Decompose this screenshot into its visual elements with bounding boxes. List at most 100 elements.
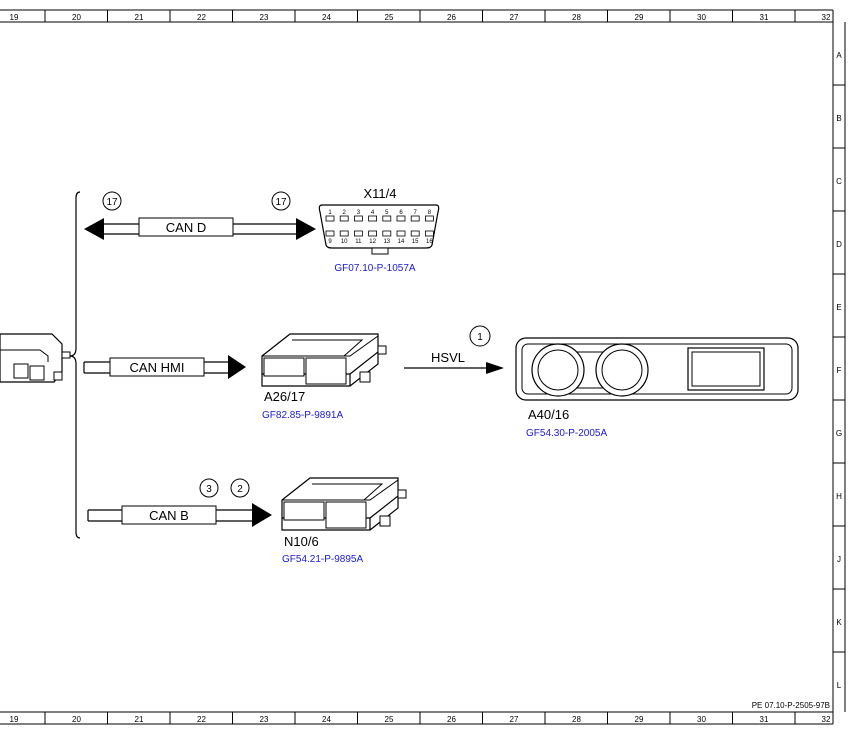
column-label: 24 bbox=[322, 13, 331, 22]
control-unit-a26-17: A26/17 GF82.85-P-9891A bbox=[261, 333, 387, 421]
row-label: K bbox=[836, 618, 842, 627]
pin-socket bbox=[396, 215, 406, 222]
column-label: 22 bbox=[197, 13, 206, 22]
pin-number: 1 bbox=[328, 210, 332, 216]
display-a40-16: A40/16 GF54.30-P-2005A bbox=[515, 337, 799, 439]
control-unit-n10-6: N10/6 GF54.21-P-9895A bbox=[281, 477, 407, 565]
pin-number: 10 bbox=[341, 239, 348, 245]
pin-number: 15 bbox=[412, 239, 419, 245]
row-label: G bbox=[836, 429, 842, 438]
column-label: 29 bbox=[635, 13, 644, 22]
can-hmi-bus: CAN HMI bbox=[83, 355, 246, 379]
column-label: 27 bbox=[510, 715, 519, 724]
row-label: F bbox=[837, 366, 842, 375]
can-b-label: CAN B bbox=[149, 508, 189, 523]
row-label: L bbox=[837, 681, 842, 690]
pin-number: 8 bbox=[428, 210, 432, 216]
column-label: 23 bbox=[260, 715, 269, 724]
right-gauge bbox=[595, 343, 649, 397]
pin-socket bbox=[339, 230, 349, 237]
can-d-left-marker: 17 bbox=[106, 197, 118, 208]
column-label: 20 bbox=[72, 715, 81, 724]
a26-17-ref[interactable]: GF82.85-P-9891A bbox=[262, 410, 343, 421]
column-label: 19 bbox=[10, 13, 19, 22]
row-label: J bbox=[837, 555, 841, 564]
partial-control-unit bbox=[0, 333, 71, 383]
pin-socket bbox=[424, 215, 434, 222]
pin-number: 13 bbox=[383, 239, 390, 245]
column-label: 30 bbox=[697, 13, 706, 22]
a26-17-id: A26/17 bbox=[264, 389, 305, 404]
row-label: B bbox=[836, 114, 841, 123]
can-b-marker-3: 3 bbox=[206, 484, 212, 495]
pin-socket bbox=[382, 230, 392, 237]
pin-number: 12 bbox=[369, 239, 376, 245]
column-label: 24 bbox=[322, 715, 331, 724]
can-d-right-arrowhead bbox=[296, 218, 316, 240]
row-label: A bbox=[836, 51, 842, 60]
can-b-bus: CAN B 3 2 bbox=[87, 478, 272, 527]
column-label: 30 bbox=[697, 715, 706, 724]
hsvl-arrowhead bbox=[486, 362, 504, 374]
column-label: 21 bbox=[135, 715, 144, 724]
can-d-right-marker: 17 bbox=[275, 197, 287, 208]
hsvl-link: HSVL 1 bbox=[404, 325, 504, 374]
pin-number: 9 bbox=[328, 239, 332, 245]
can-b-arrowhead bbox=[252, 503, 272, 527]
row-label: D bbox=[836, 240, 842, 249]
pin-socket bbox=[410, 230, 420, 237]
column-label: 20 bbox=[72, 13, 81, 22]
pin-number: 14 bbox=[398, 239, 405, 245]
column-label: 19 bbox=[10, 715, 19, 724]
a40-16-ref[interactable]: GF54.30-P-2005A bbox=[526, 428, 607, 439]
row-label: C bbox=[836, 177, 842, 186]
pin-socket bbox=[424, 230, 434, 237]
pin-number: 2 bbox=[343, 210, 347, 216]
pin-number: 7 bbox=[414, 210, 418, 216]
pin-socket bbox=[368, 215, 378, 222]
can-hmi-arrowhead bbox=[228, 355, 246, 379]
can-d-bus: CAN D 17 17 bbox=[84, 191, 316, 240]
column-label: 26 bbox=[447, 715, 456, 724]
column-label: 26 bbox=[447, 13, 456, 22]
can-d-label: CAN D bbox=[166, 220, 206, 235]
can-b-marker-2: 2 bbox=[237, 484, 243, 495]
column-label: 25 bbox=[385, 715, 394, 724]
pin-number: 16 bbox=[426, 239, 433, 245]
row-label: E bbox=[836, 303, 841, 312]
pin-number: 3 bbox=[357, 210, 361, 216]
pin-socket bbox=[353, 215, 363, 222]
hsvl-label: HSVL bbox=[431, 350, 465, 365]
column-label: 25 bbox=[385, 13, 394, 22]
column-label: 28 bbox=[572, 715, 581, 724]
footer-reference: PE 07.10-P-2505-97B bbox=[752, 701, 830, 710]
left-gauge bbox=[531, 343, 585, 397]
x11-4-ref[interactable]: GF07.10-P-1057A bbox=[334, 263, 415, 274]
pin-socket bbox=[339, 215, 349, 222]
column-label: 28 bbox=[572, 13, 581, 22]
column-label: 32 bbox=[822, 715, 831, 724]
column-label: 27 bbox=[510, 13, 519, 22]
can-hmi-label: CAN HMI bbox=[130, 360, 185, 375]
pin-socket bbox=[325, 230, 335, 237]
n10-6-ref[interactable]: GF54.21-P-9895A bbox=[282, 554, 363, 565]
can-d-left-arrowhead bbox=[84, 218, 104, 240]
column-label: 22 bbox=[197, 715, 206, 724]
pin-socket bbox=[325, 215, 335, 222]
pin-socket bbox=[396, 230, 406, 237]
pin-socket bbox=[382, 215, 392, 222]
column-label: 21 bbox=[135, 13, 144, 22]
column-label: 29 bbox=[635, 715, 644, 724]
n10-6-id: N10/6 bbox=[284, 534, 319, 549]
column-label: 32 bbox=[822, 13, 831, 22]
pin-number: 5 bbox=[385, 210, 389, 216]
pin-socket bbox=[368, 230, 378, 237]
x11-4-id: X11/4 bbox=[363, 186, 396, 201]
column-label: 23 bbox=[260, 13, 269, 22]
